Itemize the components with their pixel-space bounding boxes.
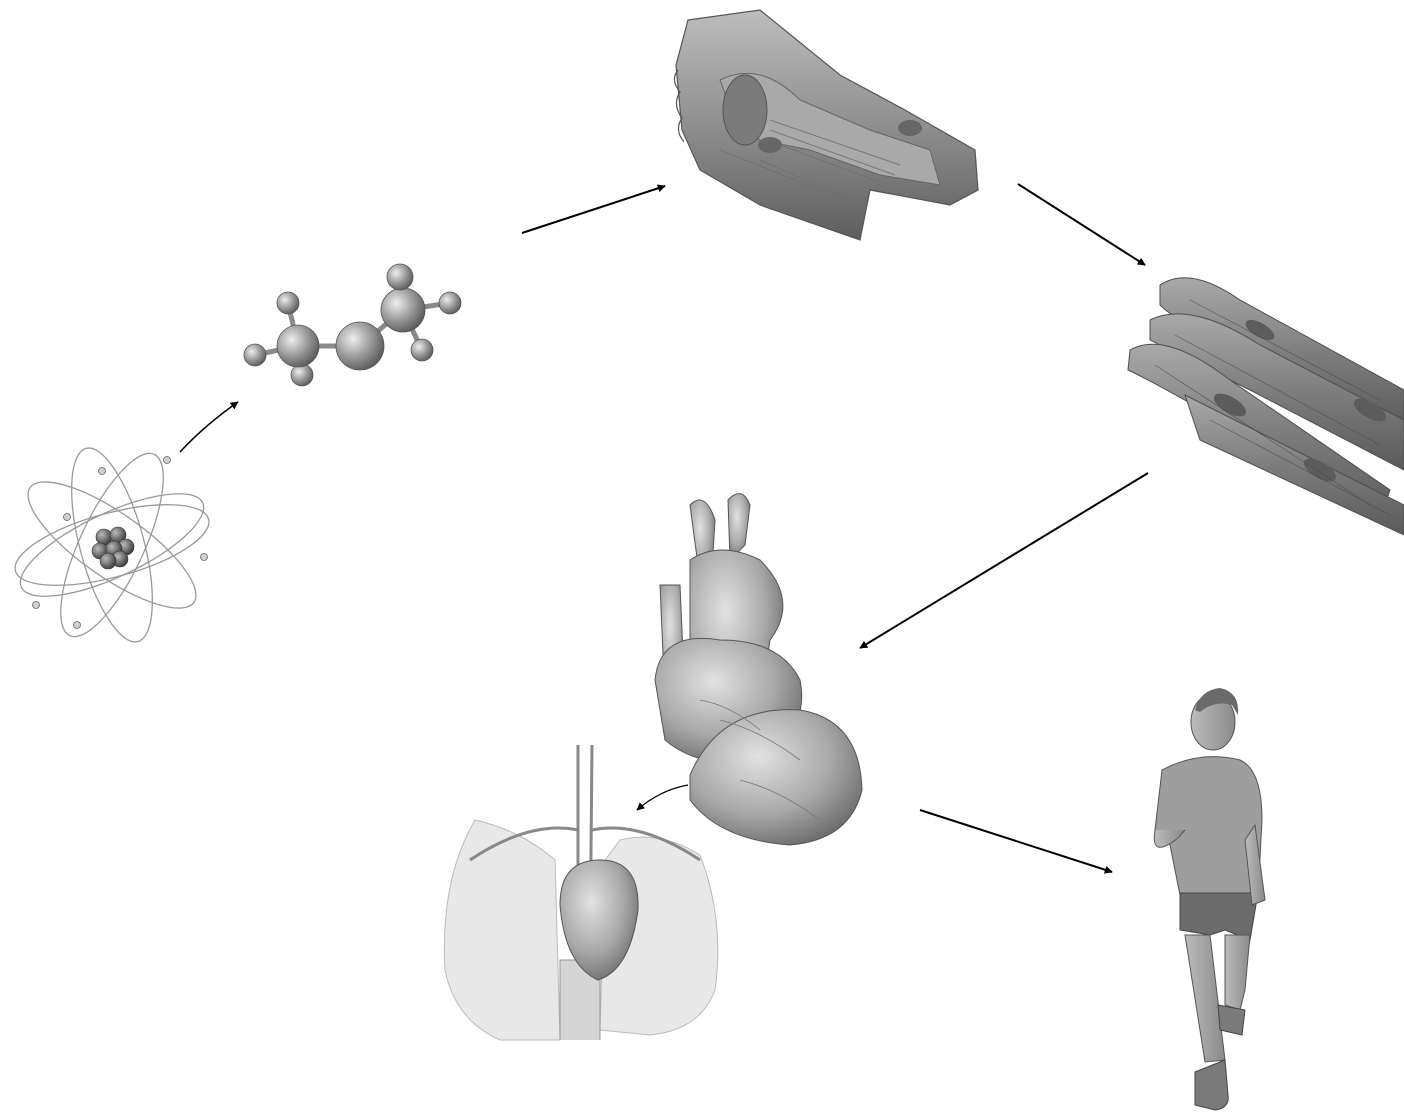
arrow-molecule-to-cell	[522, 186, 665, 233]
arrows	[180, 184, 1148, 872]
heart-organ-icon	[655, 494, 862, 845]
arrow-cell-to-tissue	[1018, 184, 1145, 265]
arrow-organ-to-organism	[920, 810, 1112, 872]
arrow-tissue-to-organ	[860, 473, 1148, 648]
atom-icon	[7, 440, 217, 650]
cardiac-cell-icon	[674, 10, 978, 240]
circulatory-system-icon	[444, 745, 717, 1040]
muscle-tissue-icon	[1128, 278, 1404, 535]
human-runner-icon	[1154, 688, 1265, 1110]
molecule-icon	[244, 264, 461, 386]
arrow-atom-to-molecule	[180, 402, 238, 452]
